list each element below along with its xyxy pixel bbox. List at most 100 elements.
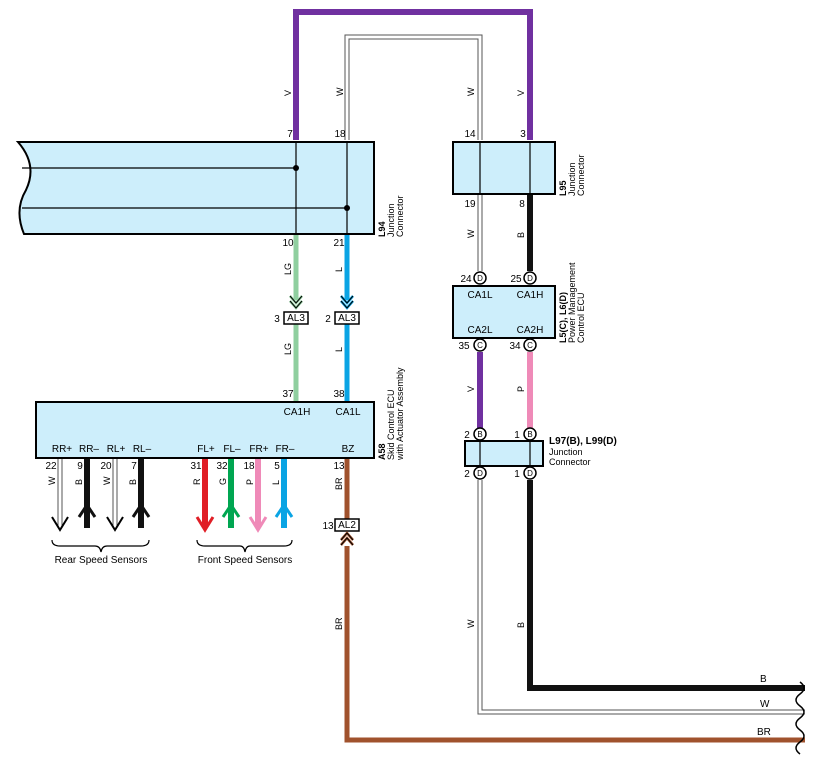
terminal-label: CA1H [284,407,311,418]
wire-color-label: B [74,479,84,485]
terminal-label: FL+ [197,444,215,455]
pin-number: 24 [460,274,472,285]
connector-name: Junction [567,162,577,196]
wire-color-label: L [271,480,281,485]
pin-number: 14 [464,129,476,140]
pin-letter: B [527,430,532,439]
terminal-label: CA1L [335,407,360,418]
wire-color-label: V [283,90,293,96]
rear-speed-sensors-label: Rear Speed Sensors [55,555,148,566]
wire-color-label: R [192,478,202,485]
pin-number: 3 [520,129,526,140]
terminal-label: RL+ [107,444,126,455]
pin-letter: D [477,469,483,478]
terminal-label: CA1L [467,290,492,301]
pin-number: 1 [514,430,520,441]
rear-sensor-arrows [51,502,151,532]
wire-color-label: G [218,478,228,485]
front-sensors-brace [196,539,293,553]
front-speed-sensors-label: Front Speed Sensors [198,555,293,566]
wire-color-label: V [466,386,476,392]
pin-number: 38 [333,389,345,400]
wire-color-label: W [466,229,476,238]
wire-white-loop [344,34,483,140]
terminal-label: RL– [133,444,152,455]
pin-number: 35 [458,341,470,352]
wire-color-label: W [102,476,112,485]
pin-letter: D [527,469,533,478]
connector-name: Skid Control ECU [386,389,396,460]
al3-label: AL3 [287,313,305,324]
front-sensor-wires [202,458,287,528]
pin-number: 25 [510,274,522,285]
connector-name: Power Management [567,262,577,343]
pin-number: 7 [131,461,137,472]
wire-color-label: L [334,267,344,272]
connector-name: Control ECU [576,292,586,343]
pin-number: 7 [287,129,293,140]
pin-letter: C [527,341,533,350]
pin-letter: D [527,274,533,283]
connector-name: Connector [395,195,405,237]
pin-number: 31 [190,461,202,472]
pin-number: 9 [77,461,83,472]
l94-caption: L94 Junction Connector [377,195,405,237]
rear-sensor-wires [57,458,144,528]
wire-color-label: LG [283,343,293,355]
front-sensor-arrows [195,502,294,533]
pin-number: 34 [509,341,521,352]
connector-code: L94 [377,221,387,237]
pin-number: 21 [333,238,345,249]
terminal-label: RR– [79,444,99,455]
pin-number: 8 [519,199,525,210]
wire-color-label: V [516,90,526,96]
pin-number: 18 [334,129,346,140]
wire-color-label: BR [334,477,344,490]
wire-violet-loop [293,9,533,140]
l97-l99-junction-connector [464,440,544,467]
l97-l99-caption: L97(B), L99(D) Junction Connector [549,436,617,467]
wire-color-label: L [334,347,344,352]
wire-break-symbol [795,681,805,755]
rear-sensors-brace [51,539,150,553]
al2-inline-connector [334,518,360,546]
pin-number: 19 [464,199,476,210]
terminal-label: FR+ [249,444,268,455]
pin-number: 20 [100,461,112,472]
pin-number: 2 [464,430,470,441]
wire-end-label: B [760,674,767,685]
skid-control-ecu [35,401,375,459]
wire-br-long [344,546,805,743]
pin-number: 2 [325,314,331,325]
al2-label: AL2 [338,520,356,531]
connector-name: with Actuator Assembly [395,367,405,461]
al3-inline-connector [283,295,360,325]
wire-end-label: BR [757,727,771,738]
pin-number: 3 [274,314,280,325]
pin-number: 1 [514,469,520,480]
wire-color-label: W [466,87,476,96]
pin-letter: D [477,274,483,283]
connector-name: Junction [386,203,396,237]
al3-label: AL3 [338,313,356,324]
pin-circles [473,271,537,480]
terminal-label: BZ [342,444,355,455]
connector-code: L5(C), L6(D) [558,292,568,343]
wire-color-label: W [466,619,476,628]
wire-color-label: B [516,622,526,628]
wire-color-label: P [516,386,526,392]
a58-caption: A58 Skid Control ECU with Actuator Assem… [377,367,405,461]
pin-number: 18 [243,461,255,472]
pin-number: 32 [216,461,228,472]
pin-letter: C [477,341,483,350]
connector-name: Connector [549,457,591,467]
connector-name: Connector [576,154,586,196]
terminal-label: CA1H [517,290,544,301]
pin-number: 5 [274,461,280,472]
terminal-label: CA2H [517,325,544,336]
terminal-label: FR– [276,444,295,455]
connector-code: A58 [377,443,387,460]
pin-number: 2 [464,469,470,480]
pin-letter: B [477,430,482,439]
terminal-label: CA2L [467,325,492,336]
